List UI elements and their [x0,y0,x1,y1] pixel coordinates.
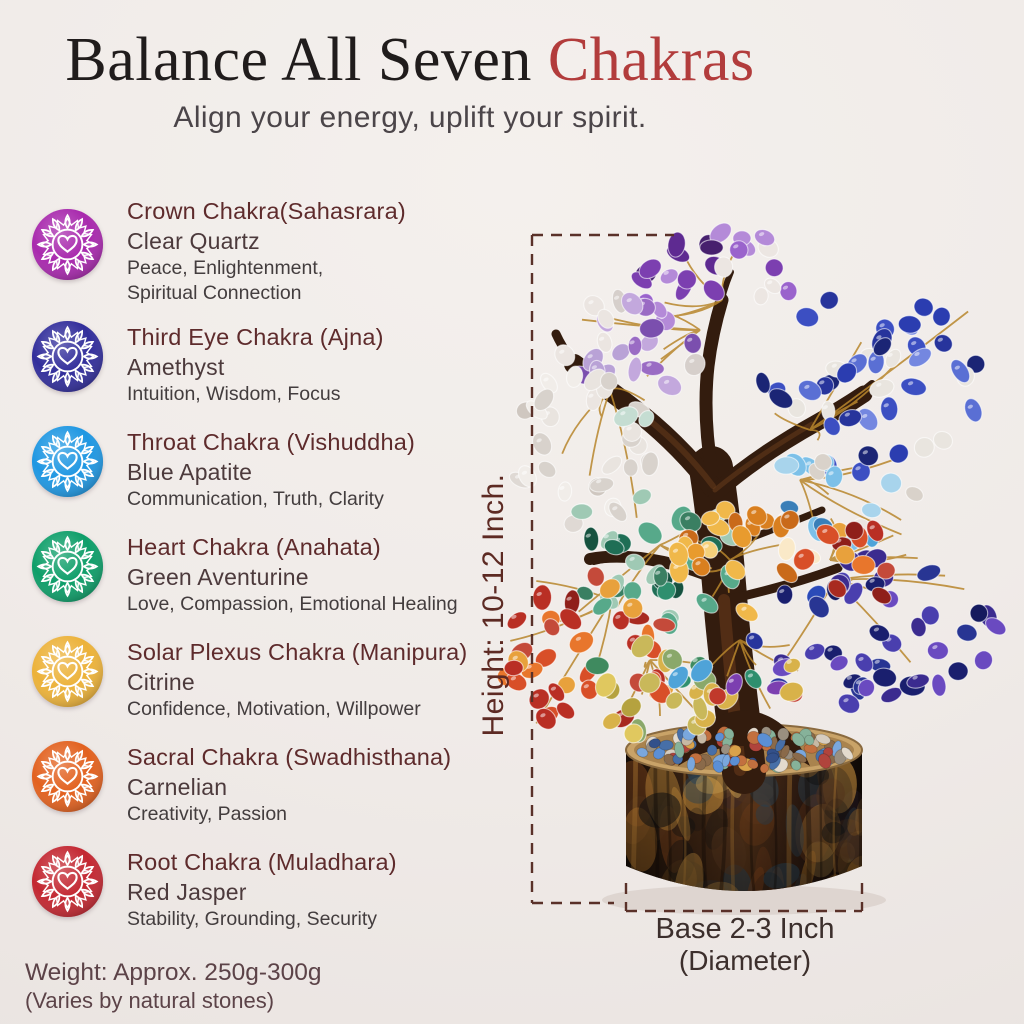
chakra-stone: Carnelian [127,774,228,800]
chakra-traits: Love, Compassion, Emotional Healing [127,593,458,615]
throat-chakra-icon [31,425,104,498]
chakra-traits: Communication, Truth, Clarity [127,488,384,510]
base-measurement-line1: Base 2-3 Inch [655,913,835,945]
weight-line1: Weight: Approx. 250g-300g [25,959,322,986]
tree-foliage [496,222,1007,744]
chakra-stone: Amethyst [127,354,225,380]
chakra-title: Throat Chakra (Vishuddha) [127,429,416,455]
chakra-item-throat: Throat Chakra (Vishuddha) Blue Apatite C… [31,421,539,512]
title-accent: Chakras [547,26,755,94]
weight-line2: (Varies by natural stones) [25,988,275,1013]
chakra-traits: Peace, Enlightenment,Spiritual Connectio… [127,257,324,304]
title-main: Balance All Seven [65,26,532,94]
sacral-chakra-icon [31,740,104,813]
root-chakra-icon [31,845,104,918]
tree-group [496,222,1007,915]
chakra-stone: Citrine [127,669,195,695]
chakra-title: Crown Chakra(Sahasrara) [127,198,406,224]
solar-plexus-chakra-icon [31,635,104,708]
chakra-title: Third Eye Chakra (Ajna) [127,324,384,350]
third-eye-chakra-icon [31,320,104,393]
chakra-stone: Green Aventurine [127,564,309,590]
chakra-traits: Creativity, Passion [127,803,288,825]
chakra-item-heart: Heart Chakra (Anahata) Green Aventurine … [31,526,539,617]
base-measurement-label: Base 2-3 Inch (Diameter) [624,913,866,976]
measurement-lines [530,233,864,913]
chakra-title: Solar Plexus Chakra (Manipura) [127,639,468,665]
chakra-item-third-eye: Third Eye Chakra (Ajna) Amethyst Intuiti… [31,316,539,407]
chakra-item-solar-plexus: Solar Plexus Chakra (Manipura) Citrine C… [31,631,539,722]
chakra-traits: Intuition, Wisdom, Focus [127,383,341,405]
chakra-item-sacral: Sacral Chakra (Swadhisthana) Carnelian C… [31,736,539,827]
chakra-item-root: Root Chakra (Muladhara) Red Jasper Stabi… [31,841,539,932]
heart-chakra-icon [31,530,104,603]
chakra-stone: Blue Apatite [127,459,253,485]
base-measurement-line2: (Diameter) [678,945,812,976]
chakra-traits: Confidence, Motivation, Willpower [127,698,421,720]
weight-note: Weight: Approx. 250g-300g (Varies by nat… [25,958,321,1014]
chakra-stone: Clear Quartz [127,228,260,254]
chakra-traits: Stability, Grounding, Security [127,908,378,930]
chakra-title: Sacral Chakra (Swadhisthana) [127,744,452,770]
chakra-item-crown: Crown Chakra(Sahasrara) Clear Quartz Pea… [31,192,539,306]
chakra-title: Heart Chakra (Anahata) [127,534,381,560]
height-measurement-label: Height: 10-12 Inch. [477,473,510,737]
chakra-stone: Red Jasper [127,879,247,905]
page-subtitle: Align your energy, uplift your spirit. [173,101,647,135]
crown-chakra-icon [31,208,104,281]
chakra-title: Root Chakra (Muladhara) [127,849,397,875]
